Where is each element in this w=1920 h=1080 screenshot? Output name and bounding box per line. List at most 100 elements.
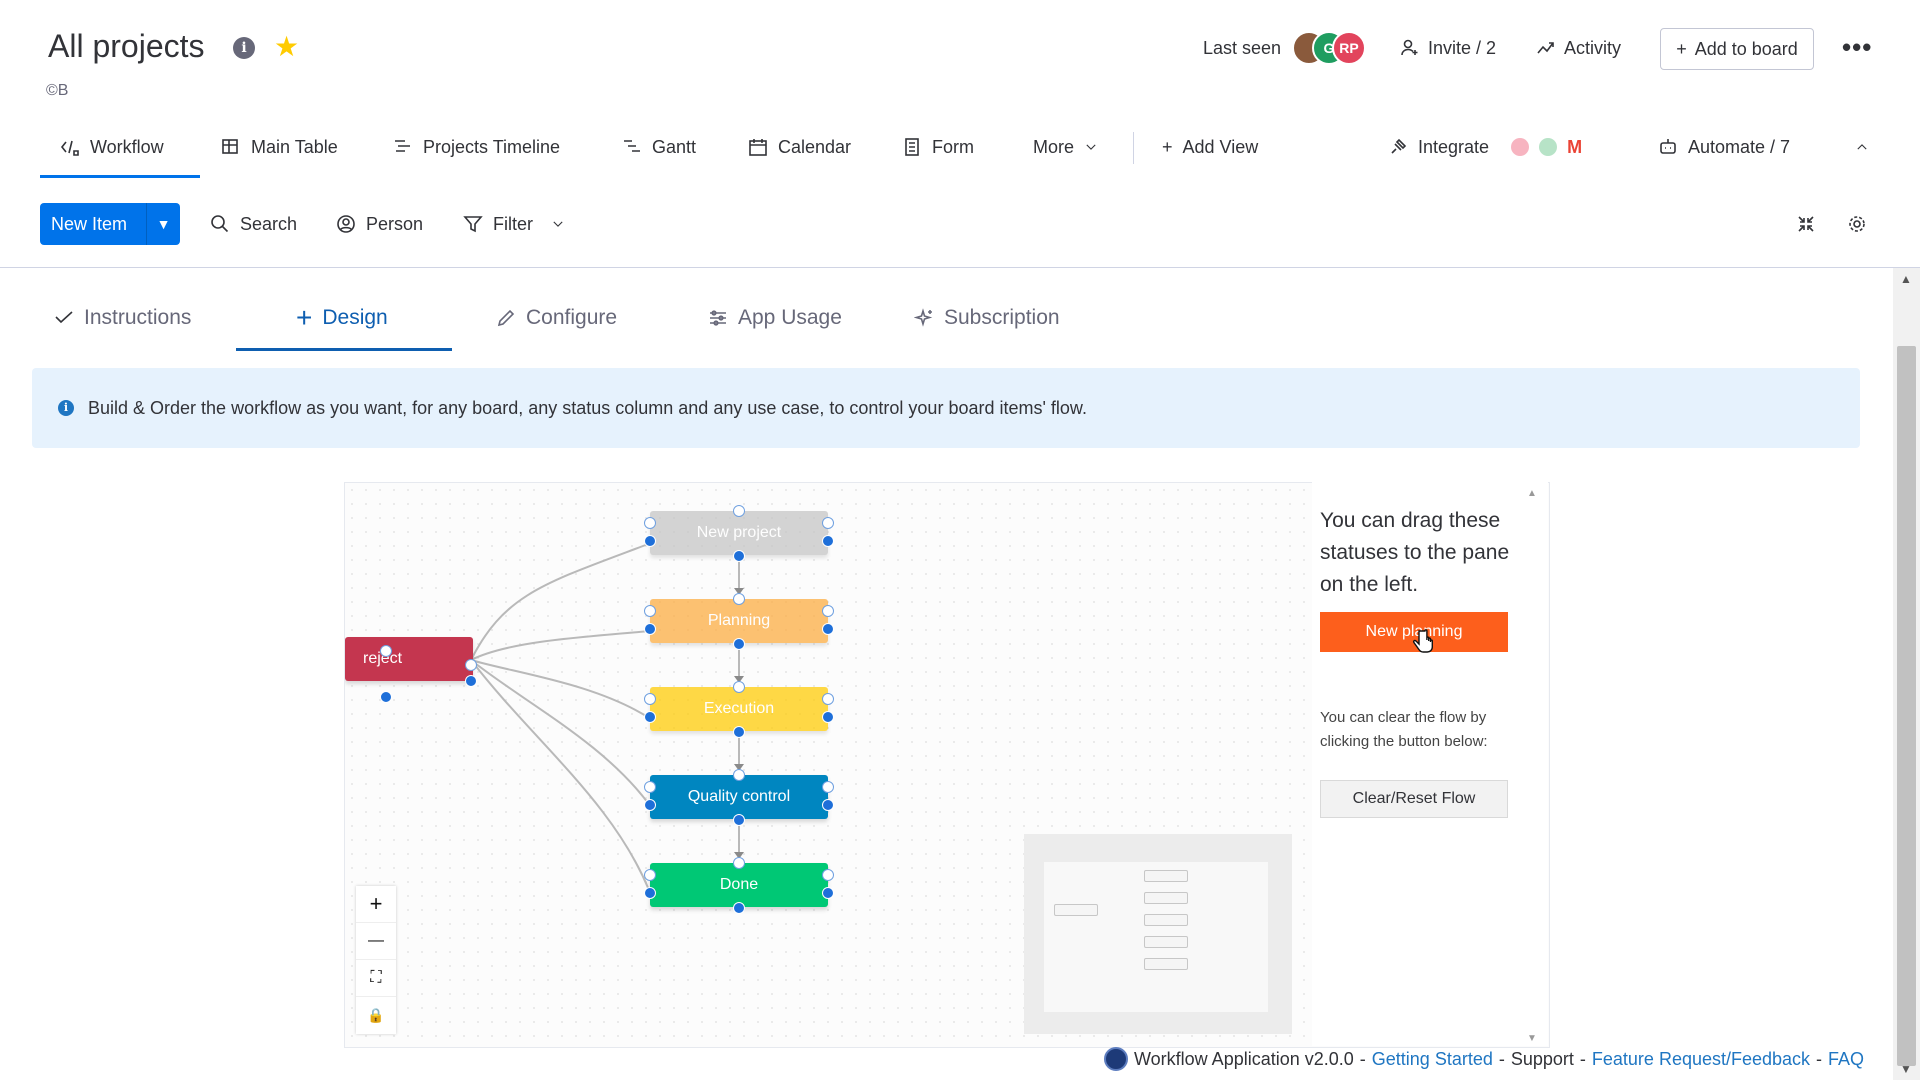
info-icon[interactable]: i xyxy=(233,37,255,59)
faq-link[interactable]: FAQ xyxy=(1828,1048,1865,1069)
flow-node-done[interactable]: Done xyxy=(650,863,828,907)
page-scrollbar[interactable]: ▲ ▼ xyxy=(1893,268,1920,1080)
integrate-button[interactable]: Integrate M xyxy=(1388,132,1582,162)
node-handle[interactable] xyxy=(822,605,834,617)
zoom-in-button[interactable]: + xyxy=(356,886,396,923)
search-button[interactable]: Search xyxy=(210,208,297,240)
more-options-icon[interactable]: ••• xyxy=(1842,32,1873,62)
node-handle[interactable] xyxy=(733,857,745,869)
node-handle[interactable] xyxy=(822,711,834,723)
side-panel xyxy=(1312,482,1548,1046)
add-to-board-button[interactable]: + Add to board xyxy=(1660,28,1814,70)
tab-label: Subscription xyxy=(944,306,1060,329)
tab-calendar[interactable]: Calendar xyxy=(748,132,851,162)
activity-button[interactable]: Activity xyxy=(1536,30,1621,66)
minimap[interactable] xyxy=(1024,834,1292,1034)
node-handle[interactable] xyxy=(644,799,656,811)
clear-reset-flow-button[interactable]: Clear/Reset Flow xyxy=(1320,780,1508,818)
scroll-up-icon[interactable]: ▲ xyxy=(1900,272,1912,286)
node-handle[interactable] xyxy=(644,781,656,793)
node-handle[interactable] xyxy=(380,691,392,703)
node-handle[interactable] xyxy=(733,550,745,562)
node-handle[interactable] xyxy=(465,675,477,687)
fit-view-button[interactable]: ⛶ xyxy=(356,960,396,997)
node-handle[interactable] xyxy=(822,799,834,811)
person-filter-button[interactable]: Person xyxy=(336,208,423,240)
node-handle[interactable] xyxy=(733,593,745,605)
node-handle[interactable] xyxy=(644,517,656,529)
new-item-button[interactable]: New Item ▼ xyxy=(40,203,180,245)
node-handle[interactable] xyxy=(733,681,745,693)
more-views-dropdown[interactable]: More xyxy=(1033,132,1098,162)
add-view-button[interactable]: + Add View xyxy=(1162,132,1258,162)
node-handle[interactable] xyxy=(822,887,834,899)
node-handle[interactable] xyxy=(733,814,745,826)
node-handle[interactable] xyxy=(644,605,656,617)
node-handle[interactable] xyxy=(733,726,745,738)
tab-app-usage[interactable]: App Usage xyxy=(708,301,842,335)
node-handle[interactable] xyxy=(733,505,745,517)
node-handle[interactable] xyxy=(644,535,656,547)
node-handle[interactable] xyxy=(822,517,834,529)
getting-started-link[interactable]: Getting Started xyxy=(1371,1048,1493,1069)
collapse-header-button[interactable] xyxy=(1855,132,1869,162)
tab-form[interactable]: Form xyxy=(902,132,974,162)
node-handle[interactable] xyxy=(733,902,745,914)
plus-icon: + xyxy=(1162,136,1173,157)
lock-button[interactable]: 🔒 xyxy=(367,1007,385,1023)
node-handle[interactable] xyxy=(644,887,656,899)
collapse-button[interactable] xyxy=(1796,208,1816,240)
flow-node-planning[interactable]: Planning xyxy=(650,599,828,643)
connector xyxy=(470,659,652,720)
automate-button[interactable]: Automate / 7 xyxy=(1658,132,1790,162)
node-handle[interactable] xyxy=(644,711,656,723)
node-handle[interactable] xyxy=(822,535,834,547)
draggable-status-new-planning[interactable]: New planning xyxy=(1320,612,1508,652)
page-title: All projects xyxy=(48,28,205,64)
connector xyxy=(470,542,652,661)
scroll-down-icon[interactable]: ▼ xyxy=(1527,1033,1537,1044)
invite-button[interactable]: Invite / 2 xyxy=(1400,30,1496,66)
chevron-down-icon[interactable] xyxy=(551,217,565,231)
flow-node-quality-control[interactable]: Quality control xyxy=(650,775,828,819)
flow-node-reject[interactable]: reject xyxy=(345,637,473,681)
avatar[interactable]: RP xyxy=(1332,31,1366,65)
tab-subscription[interactable]: Subscription xyxy=(914,301,1060,335)
node-handle[interactable] xyxy=(733,638,745,650)
node-handle[interactable] xyxy=(822,781,834,793)
last-seen-label[interactable]: Last seen xyxy=(1203,38,1282,58)
scrollbar-thumb[interactable] xyxy=(1897,346,1916,1066)
feature-request-link[interactable]: Feature Request/Feedback xyxy=(1591,1048,1811,1069)
node-handle[interactable] xyxy=(733,769,745,781)
tab-instructions[interactable]: Instructions xyxy=(54,301,191,335)
flow-node-new-project[interactable]: New project xyxy=(650,511,828,555)
support-link[interactable]: Support xyxy=(1510,1048,1574,1069)
star-icon[interactable]: ★ xyxy=(274,31,300,62)
node-handle[interactable] xyxy=(644,623,656,635)
tab-label: Design xyxy=(322,306,388,329)
tab-configure[interactable]: Configure xyxy=(496,301,617,335)
tab-design[interactable]: + Design xyxy=(296,301,388,335)
node-handle[interactable] xyxy=(822,869,834,881)
scroll-up-icon[interactable]: ▲ xyxy=(1527,488,1537,499)
search-label: Search xyxy=(240,213,298,234)
settings-button[interactable] xyxy=(1847,208,1867,240)
tab-gantt[interactable]: Gantt xyxy=(622,132,696,162)
zoom-out-button[interactable]: — xyxy=(356,923,396,960)
panel-scrollbar[interactable]: ▲ ▼ xyxy=(1524,484,1538,1046)
scroll-down-icon[interactable]: ▼ xyxy=(1900,1062,1912,1076)
filter-button[interactable]: Filter xyxy=(463,208,565,240)
node-handle[interactable] xyxy=(822,623,834,635)
chevron-down-icon[interactable]: ▼ xyxy=(156,216,171,232)
flow-node-execution[interactable]: Execution xyxy=(650,687,828,731)
sliders-icon xyxy=(710,310,726,326)
tab-main-table[interactable]: Main Table xyxy=(221,132,338,162)
tab-workflow[interactable]: Workflow xyxy=(60,132,164,162)
node-handle[interactable] xyxy=(380,645,392,657)
node-handle[interactable] xyxy=(822,693,834,705)
tab-projects-timeline[interactable]: Projects Timeline xyxy=(393,132,560,162)
minimap-node xyxy=(1144,892,1188,904)
node-handle[interactable] xyxy=(465,659,477,671)
node-handle[interactable] xyxy=(644,869,656,881)
node-handle[interactable] xyxy=(644,693,656,705)
